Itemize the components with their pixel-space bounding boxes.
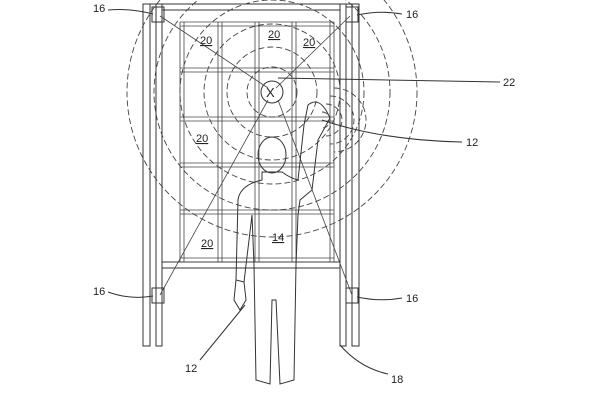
label-bin: 20 <box>200 35 212 47</box>
label-tag: 12 <box>466 137 478 149</box>
label-sensor: 16 <box>406 9 418 21</box>
user-figure <box>233 101 331 385</box>
target-location-marker: X <box>260 80 284 104</box>
label-sensor: 16 <box>406 293 418 305</box>
shelving-frame <box>142 3 360 347</box>
label-tag: 12 <box>185 363 197 375</box>
target-mark-label: X <box>266 85 275 100</box>
label-sensor: 16 <box>93 286 105 298</box>
signal-range-circles <box>126 0 418 238</box>
label-target-location: 22 <box>503 77 515 89</box>
label-bin: 20 <box>303 37 315 49</box>
reference-numerals: 16 16 16 16 20 20 20 20 20 22 12 12 14 1… <box>93 3 515 386</box>
bin-grid <box>179 21 335 263</box>
label-user: 14 <box>272 232 284 244</box>
label-bin: 20 <box>196 133 208 145</box>
leader-lines <box>107 9 501 375</box>
sensor-sightlines <box>159 15 353 296</box>
label-bin: 20 <box>201 238 213 250</box>
sensor-bottom-left <box>151 287 165 304</box>
label-shelving: 18 <box>391 374 403 386</box>
sensor-top-left <box>151 6 165 23</box>
sensor-bottom-right <box>345 287 359 304</box>
label-sensor: 16 <box>93 3 105 15</box>
label-bin: 20 <box>268 29 280 41</box>
